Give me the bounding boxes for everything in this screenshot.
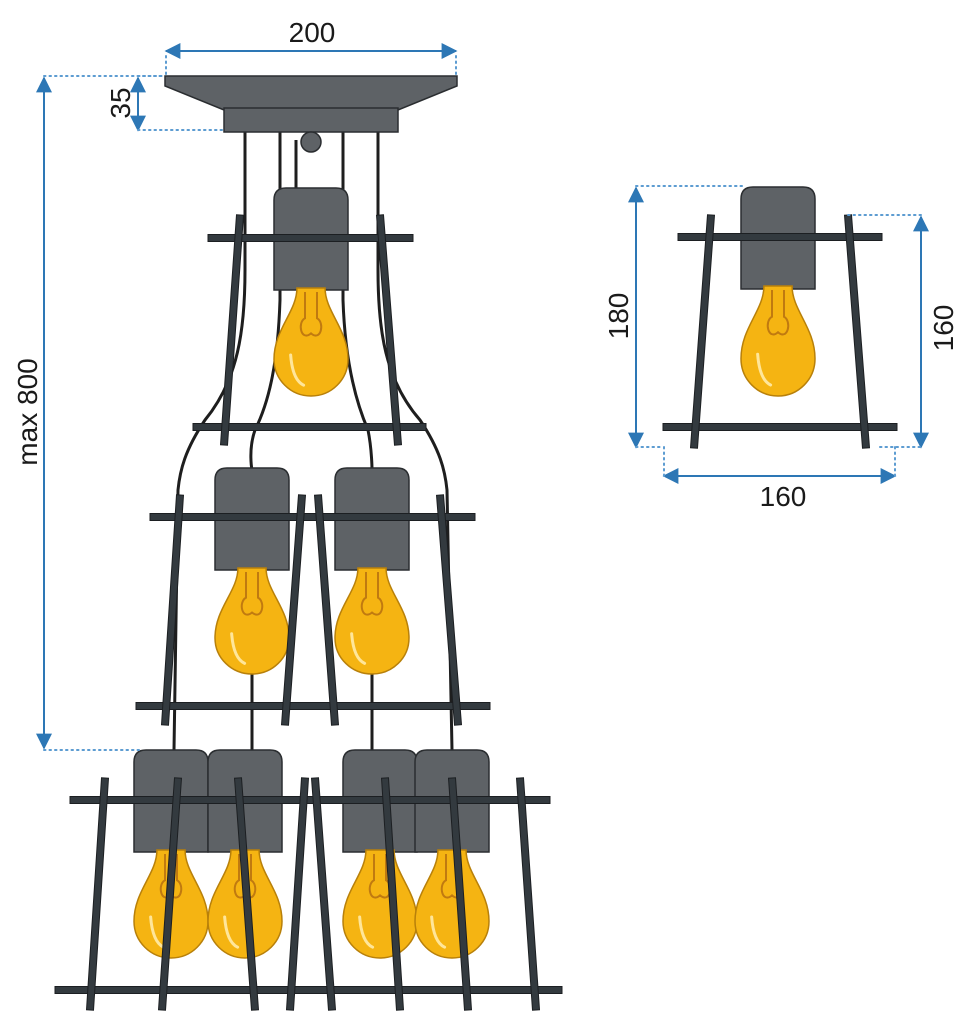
light-bulb [342,849,418,959]
frame-leg [435,494,463,726]
single-shade-detail [662,186,898,449]
bulb-highlight [358,915,375,949]
ceiling-width-label: 200 [289,17,336,48]
frame-leg [313,494,340,726]
frame-leg [233,777,260,1011]
shade-width-label: 160 [760,481,807,512]
bulb-highlight [430,915,447,949]
max-height-label: max 800 [12,358,43,465]
light-bulb [334,567,410,675]
frame-leg [285,777,310,1011]
bulb-filament [240,572,264,616]
canopy-hook [300,131,322,153]
bulb-highlight [149,915,166,949]
frame-rail [207,234,414,242]
bulb-highlight [350,632,367,665]
frame-leg [157,777,183,1011]
frame-rail [192,423,427,431]
frame-rail [54,986,563,994]
dimension-lines [36,43,929,751]
canopy-base [223,107,399,133]
frame-rail [135,702,491,710]
frame-leg [310,777,337,1011]
ceiling-canopy [164,75,458,111]
light-bulb [740,285,816,397]
bulb-filament [299,292,323,337]
bulb-filament [766,290,790,336]
light-bulb [414,849,490,959]
frame-rail [69,796,551,804]
cable [249,132,282,471]
cable [172,132,247,751]
light-bulb [214,567,290,675]
shade-total-height-label: 180 [603,293,634,340]
frame-leg [447,777,473,1011]
frame-leg [160,494,185,726]
frame-rail [662,423,898,431]
frame-leg [689,214,716,449]
bulb-highlight [756,352,773,387]
shade-frame-height-label: 160 [928,305,959,352]
cable [341,132,374,471]
frame-leg [280,494,307,726]
bulb-filament [360,572,384,616]
frame-leg [219,214,245,446]
cable [376,132,454,751]
frame-leg [375,214,403,446]
ceiling-height-label: 35 [105,87,136,118]
chandelier-front-view [54,75,563,1011]
frame-leg [843,214,871,449]
frame-rail [149,513,476,521]
frame-leg [380,777,405,1011]
frame-leg [515,777,541,1011]
frame-rail [677,233,883,241]
bulb-highlight [230,632,247,665]
frame-leg [85,777,110,1011]
bulb-highlight [223,915,240,949]
bulb-highlight [289,353,306,387]
light-bulb [273,287,349,397]
